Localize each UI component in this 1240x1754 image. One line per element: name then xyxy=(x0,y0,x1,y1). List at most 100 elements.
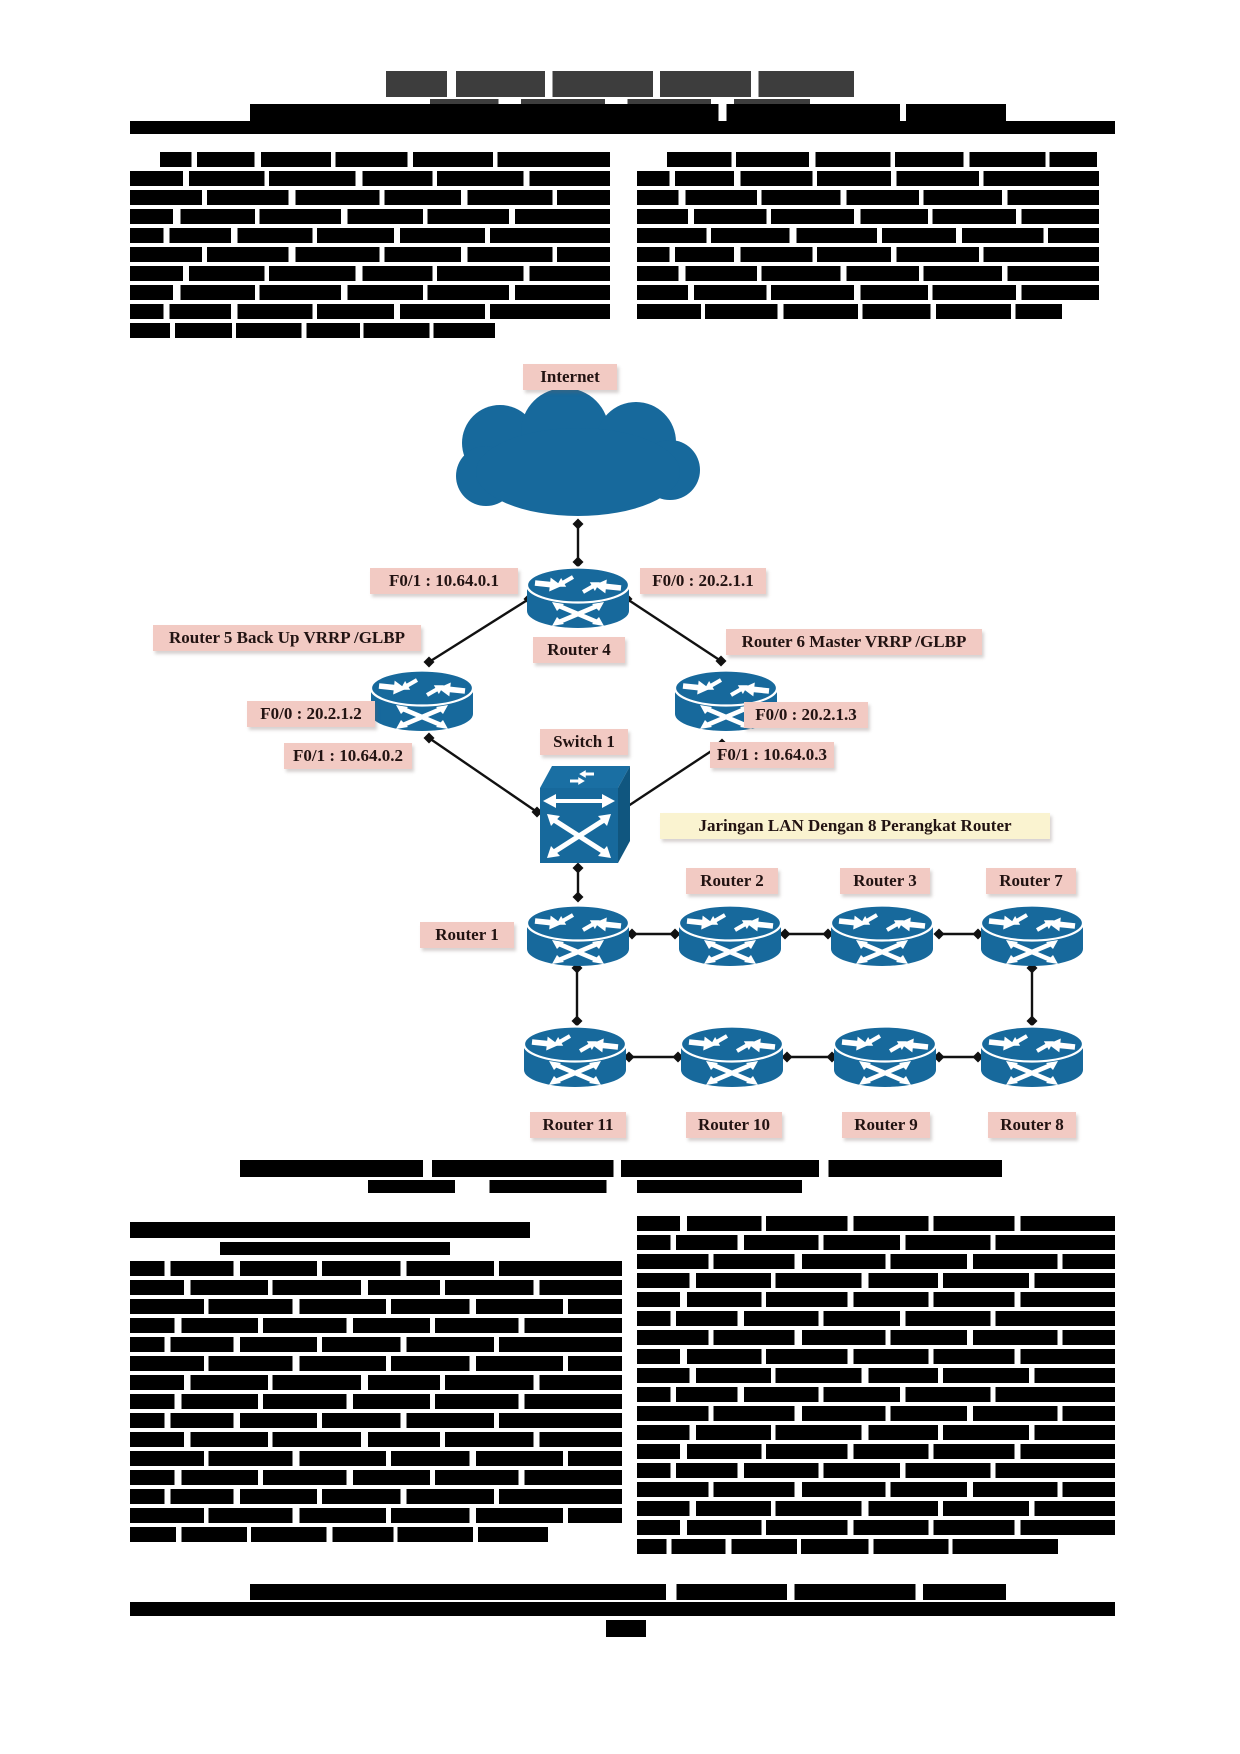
top-right-column-redacted xyxy=(637,152,1099,323)
redacted-text-line xyxy=(637,1273,1115,1288)
router4-label: Router 4 xyxy=(533,637,625,663)
router5-icon xyxy=(371,671,473,732)
redacted-text-line xyxy=(637,209,1099,224)
paper-title-redacted xyxy=(386,71,854,97)
redacted-text-line xyxy=(637,1501,1115,1516)
redacted-text-line xyxy=(130,285,610,300)
redacted-text-line xyxy=(130,1470,622,1485)
redacted-text-line xyxy=(637,1292,1115,1307)
internet-cloud xyxy=(456,388,700,516)
connector-diamond-ends xyxy=(423,518,1038,1063)
router3-icon xyxy=(831,906,933,967)
header-rule xyxy=(130,121,1115,134)
redacted-text-line xyxy=(637,1349,1115,1364)
bottom-left-column-redacted xyxy=(130,1222,622,1546)
redacted-text-line xyxy=(637,1330,1115,1345)
redacted-text-line xyxy=(130,247,610,262)
redacted-text-line xyxy=(130,190,610,205)
router1-icon xyxy=(527,906,629,967)
redacted-text-line xyxy=(130,1527,549,1542)
connector-lines xyxy=(428,524,1034,1059)
router4-f01-ip-label: F0/1 : 10.64.0.1 xyxy=(370,568,518,594)
redacted-text-line xyxy=(637,1235,1115,1250)
redacted-text-line xyxy=(130,228,610,243)
redacted-text-line xyxy=(130,1394,622,1409)
redacted-text-line xyxy=(637,190,1099,205)
router5-f00-ip-label: F0/0 : 20.2.1.2 xyxy=(247,701,375,727)
router11-icon xyxy=(524,1027,626,1088)
redacted-text-line xyxy=(130,266,610,281)
redacted-text-line xyxy=(130,304,610,319)
router7-icon xyxy=(981,906,1083,967)
figure-caption-redacted-line2 xyxy=(368,1180,802,1193)
router6-f01-ip-label: F0/1 : 10.64.0.3 xyxy=(710,742,834,768)
redacted-text-line xyxy=(130,1299,622,1314)
router10-icon xyxy=(681,1027,783,1088)
redacted-text-line xyxy=(637,266,1099,281)
footer-redacted-line xyxy=(250,1584,1006,1600)
redacted-text-line xyxy=(637,171,1099,186)
redacted-text-line xyxy=(130,1413,622,1428)
router7-label: Router 7 xyxy=(986,868,1076,894)
redacted-text-line xyxy=(637,1444,1115,1459)
redacted-text-line xyxy=(130,1451,622,1466)
redacted-text-line xyxy=(130,1489,622,1504)
redacted-text-line xyxy=(637,228,1099,243)
router11-label: Router 11 xyxy=(530,1112,626,1138)
redacted-text-line xyxy=(130,1318,622,1333)
redacted-text-line xyxy=(637,1216,1115,1231)
redacted-text-line xyxy=(637,1368,1115,1383)
redacted-text-line xyxy=(637,1482,1115,1497)
router4-icon xyxy=(527,568,629,629)
redacted-text-line xyxy=(637,285,1099,300)
switch1-label: Switch 1 xyxy=(540,729,628,755)
redacted-heading-line xyxy=(220,1242,450,1255)
redacted-text-line xyxy=(130,1280,622,1295)
router6-f00-ip-label: F0/0 : 20.2.1.3 xyxy=(744,702,868,728)
figure-caption-redacted-line1 xyxy=(240,1160,1002,1177)
redacted-text-line xyxy=(130,323,495,338)
internet-label: Internet xyxy=(523,364,617,390)
top-left-column-redacted xyxy=(130,152,610,342)
authors-line-redacted xyxy=(250,104,1006,121)
page-number-redacted xyxy=(606,1620,646,1637)
redacted-text-line xyxy=(637,1406,1115,1421)
paper-title-underline-redacted xyxy=(430,99,810,104)
redacted-text-line xyxy=(130,1337,622,1352)
router8-icon xyxy=(981,1027,1083,1088)
redacted-text-line xyxy=(637,1311,1115,1326)
redacted-text-line xyxy=(130,1508,622,1523)
redacted-text-line xyxy=(667,152,1097,167)
redacted-text-line xyxy=(637,1425,1115,1440)
redacted-text-line xyxy=(637,304,1063,319)
footer-redacted-bar xyxy=(130,1602,1115,1616)
router4-f00-ip-label: F0/0 : 20.2.1.1 xyxy=(640,568,766,594)
switch1-icon xyxy=(540,766,630,863)
router3-label: Router 3 xyxy=(840,868,930,894)
redacted-text-line xyxy=(637,1520,1115,1535)
redacted-text-line xyxy=(130,1356,622,1371)
redacted-heading-line xyxy=(130,1222,530,1238)
router5-title-label: Router 5 Back Up VRRP /GLBP xyxy=(153,625,421,651)
router6-title-label: Router 6 Master VRRP /GLBP xyxy=(726,629,982,655)
redacted-text-line xyxy=(637,1463,1115,1478)
redacted-text-line xyxy=(637,1539,1058,1554)
redacted-text-line xyxy=(637,247,1099,262)
router8-label: Router 8 xyxy=(988,1112,1076,1138)
router2-icon xyxy=(679,906,781,967)
redacted-text-line xyxy=(637,1387,1115,1402)
redacted-text-line xyxy=(130,209,610,224)
redacted-text-line xyxy=(130,1375,622,1390)
redacted-text-line xyxy=(130,1261,622,1276)
redacted-text-line xyxy=(160,152,610,167)
router9-label: Router 9 xyxy=(842,1112,930,1138)
router2-label: Router 2 xyxy=(686,868,778,894)
redacted-text-line xyxy=(130,1432,622,1447)
redacted-text-line xyxy=(637,1254,1115,1269)
bottom-right-column-redacted xyxy=(637,1216,1115,1558)
lan-banner-label: Jaringan LAN Dengan 8 Perangkat Router xyxy=(660,813,1050,839)
router1-label: Router 1 xyxy=(420,922,514,948)
router10-label: Router 10 xyxy=(686,1112,782,1138)
